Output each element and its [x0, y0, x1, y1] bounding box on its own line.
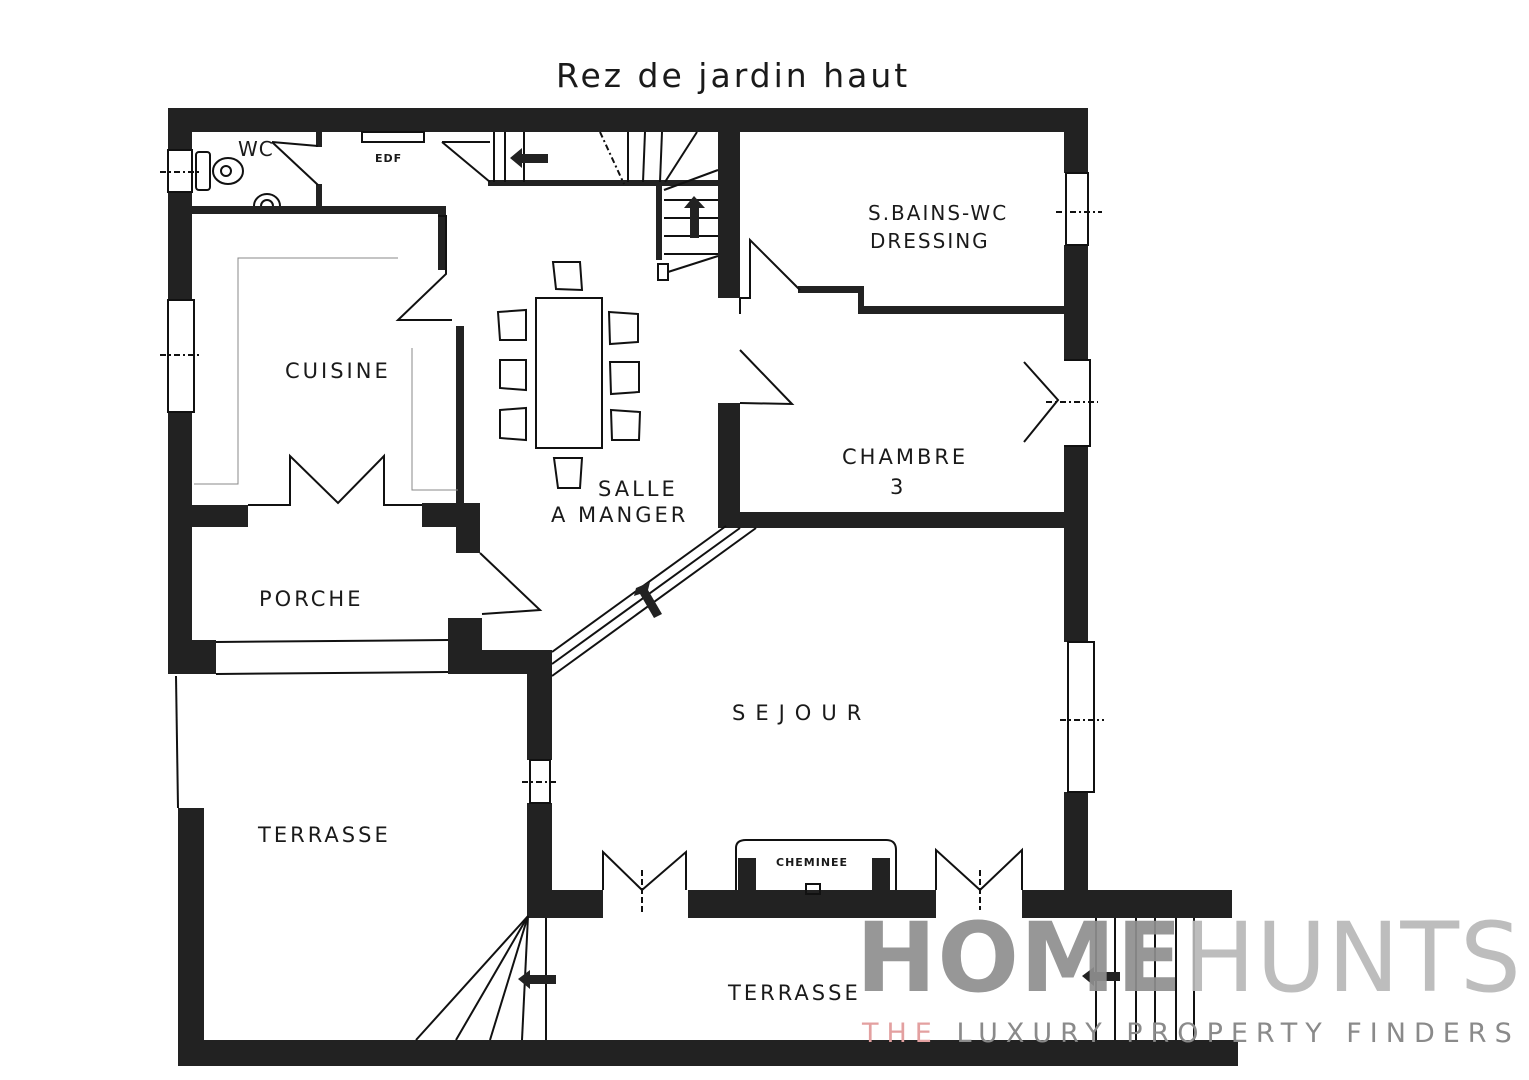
- stair-arrow-icon: [1082, 967, 1120, 986]
- watermark-tagline-rest: LUXURY PROPERTY FINDERS: [939, 1018, 1520, 1049]
- room-label-wc: WC: [238, 137, 274, 161]
- plan-title: Rez de jardin haut: [556, 56, 911, 95]
- room-label-dressing: DRESSING: [870, 229, 990, 253]
- window-icon: [1067, 641, 1095, 793]
- window-icon: [1065, 172, 1089, 246]
- room-label-sejour: SEJOUR: [732, 701, 872, 725]
- stair-arrows: [510, 148, 1120, 989]
- watermark-brand-light: HUNTS: [1183, 902, 1522, 1014]
- room-label-bath: S.BAINS-WC: [868, 201, 1009, 225]
- door-swing-icon: [1023, 361, 1060, 443]
- room-label-chambre: CHAMBRE: [842, 445, 969, 469]
- fireplace-icon: [735, 839, 897, 890]
- stair-arrow-icon: [634, 582, 662, 618]
- room-label-porche: PORCHE: [259, 587, 364, 611]
- door-swing-icon: [395, 215, 452, 321]
- room-label-salle: SALLE: [598, 477, 678, 501]
- bidet-icon: [253, 193, 281, 207]
- chair-icon: [551, 261, 584, 292]
- door-swing-icon: [248, 453, 422, 506]
- room-label-a-manger: A MANGER: [551, 503, 689, 527]
- stair-arrow-icon: [684, 196, 705, 238]
- dining-table-icon: [535, 297, 603, 449]
- stair-arrow-icon: [510, 148, 548, 168]
- room-label-terrasse-bottom: TERRASSE: [728, 981, 861, 1005]
- stair-arrow-icon: [518, 970, 556, 989]
- chair-icon: [499, 406, 527, 442]
- chair-icon: [496, 308, 527, 341]
- watermark-tagline: THE LUXURY PROPERTY FINDERS: [862, 1018, 1520, 1049]
- watermark-brand: HOMEHUNTS: [856, 908, 1522, 1008]
- door-swing-icon: [479, 552, 543, 615]
- room-label-chambre-number: 3: [890, 475, 907, 499]
- chair-icon: [552, 457, 584, 489]
- door-swing-icon: [740, 237, 801, 299]
- chair-icon: [499, 359, 527, 392]
- watermark-brand-bold: HOME: [856, 902, 1184, 1014]
- chair-icon: [609, 408, 642, 441]
- fixtures: [160, 131, 1195, 1041]
- walls: [168, 108, 1238, 1066]
- toilet-icon: [195, 151, 211, 191]
- room-label-cuisine: CUISINE: [285, 359, 391, 383]
- chair-icon: [607, 310, 639, 346]
- watermark-tagline-accent: THE: [862, 1018, 940, 1049]
- edf-label: EDF: [375, 152, 403, 165]
- cheminee-label: CHEMINEE: [776, 856, 849, 869]
- door-swing-icon: [739, 349, 795, 406]
- door-swing-icon: [602, 849, 687, 892]
- room-label-terrasse-left: TERRASSE: [258, 823, 391, 847]
- chair-icon: [608, 361, 640, 396]
